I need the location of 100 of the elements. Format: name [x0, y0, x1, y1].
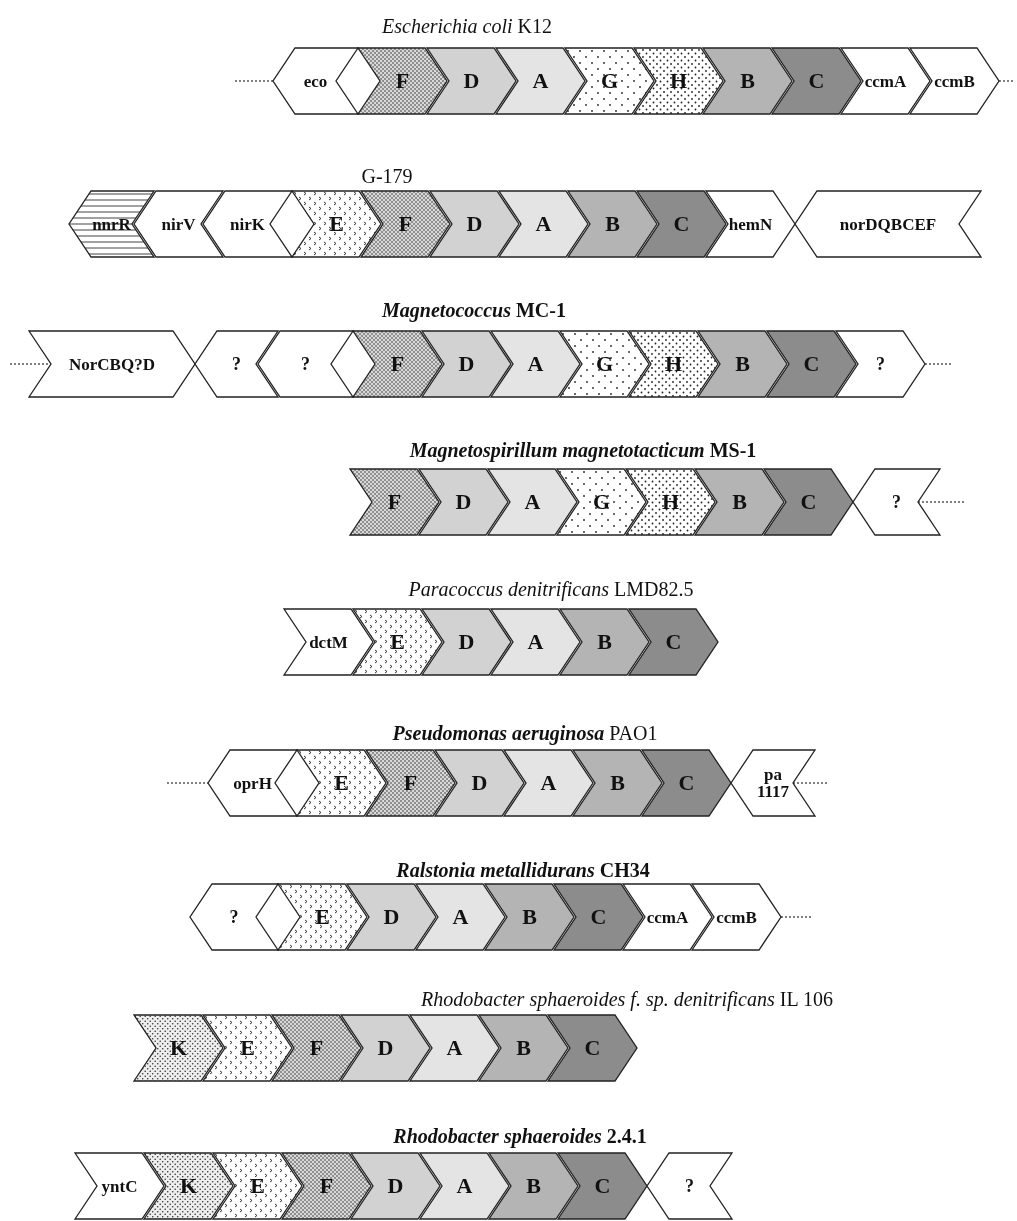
gene-block: [629, 331, 718, 397]
gene-name: K: [179, 1175, 198, 1197]
gene-block: [350, 469, 439, 535]
gene-name: ?: [876, 355, 885, 373]
gene-name: B: [735, 353, 750, 375]
gene-block: [623, 884, 712, 950]
gene-name: A: [524, 491, 541, 513]
gene-block: [548, 1015, 637, 1081]
gene-block: [195, 331, 278, 397]
gene-block: [358, 48, 447, 114]
gene-name: D: [466, 213, 483, 235]
gene-name: C: [678, 772, 695, 794]
gene-name: E: [315, 906, 330, 928]
gene-block: [203, 1015, 292, 1081]
gene-name: G: [595, 353, 614, 375]
gene-block: [347, 884, 436, 950]
gene-block: [134, 191, 223, 257]
gene-name: ?: [229, 908, 239, 926]
gene-name: E: [250, 1175, 265, 1197]
gene-name: G: [592, 491, 611, 513]
gene-name: F: [309, 1037, 324, 1059]
gene-block: [731, 750, 815, 816]
organism-title: Paracoccus denitrificans LMD82.5: [408, 578, 694, 600]
gene-name: K: [169, 1037, 188, 1059]
gene-block: [29, 331, 195, 397]
gene-block: [560, 331, 649, 397]
gene-name: B: [597, 631, 612, 653]
gene-name: H: [664, 353, 683, 375]
gene-block: [573, 750, 662, 816]
gene-block: [427, 48, 516, 114]
gene-name: D: [458, 631, 475, 653]
gene-block: [422, 331, 511, 397]
gene-name: H: [669, 70, 688, 92]
gene-name: A: [452, 906, 469, 928]
gene-name: D: [383, 906, 400, 928]
gene-block: [642, 750, 731, 816]
gene-block: [629, 609, 718, 675]
gene-name: E: [240, 1037, 255, 1059]
gene-name: F: [387, 491, 402, 513]
gene-name: C: [808, 70, 825, 92]
gene-block: [706, 191, 795, 257]
organism-title: Magnetococcus MC-1: [382, 299, 566, 321]
gene-block: [560, 609, 649, 675]
gene-name: ?: [232, 355, 241, 373]
gene-block: [558, 1153, 647, 1219]
gene-name: D: [471, 772, 488, 794]
gene-block: [273, 48, 358, 114]
gene-block: [351, 1153, 440, 1219]
gene-name: C: [594, 1175, 611, 1197]
gene-block: [841, 48, 930, 114]
gene-name: B: [605, 213, 620, 235]
gene-block: [361, 191, 450, 257]
flanking-dna-line: [234, 80, 274, 82]
gene-block: [479, 1015, 568, 1081]
gene-block: [910, 48, 999, 114]
organism-title: Escherichia coli K12: [382, 15, 552, 37]
gene-name: B: [740, 70, 755, 92]
gene-block: [134, 1015, 223, 1081]
gene-block: [647, 1153, 732, 1219]
flanking-dna-line: [924, 363, 953, 365]
gene-name: C: [590, 906, 607, 928]
gene-block: [208, 750, 297, 816]
gene-name: F: [403, 772, 418, 794]
gene-block: [491, 331, 580, 397]
gene-name: nirK: [230, 215, 265, 233]
gene-name: F: [395, 70, 410, 92]
gene-name: D: [458, 353, 475, 375]
gene-block: [284, 609, 373, 675]
gene-block: [488, 469, 577, 535]
gene-block: [292, 191, 381, 257]
gene-name: F: [390, 353, 405, 375]
gene-name: ccmA: [646, 908, 689, 926]
organism-title: Ralstonia metallidurans CH34: [396, 859, 650, 881]
gene-block: [703, 48, 792, 114]
gene-name: oprH: [233, 774, 272, 792]
gene-name: ccmB: [716, 908, 757, 926]
gene-name: C: [665, 631, 682, 653]
gene-name: yntC: [101, 1177, 138, 1195]
gene-name: C: [584, 1037, 601, 1059]
gene-name: B: [526, 1175, 541, 1197]
gene-name: G: [600, 70, 619, 92]
gene-block: [565, 48, 654, 114]
gene-block: [69, 191, 154, 257]
gene-block: [297, 750, 386, 816]
gene-block: [496, 48, 585, 114]
gene-name: norDQBCEF: [839, 215, 937, 233]
gene-block: [491, 609, 580, 675]
gene-name: ?: [892, 493, 901, 511]
gene-block: [272, 1015, 361, 1081]
gene-block: [258, 331, 353, 397]
gene-block: [764, 469, 853, 535]
gene-name: B: [732, 491, 747, 513]
gene-name: ?: [301, 355, 310, 373]
gene-block: [554, 884, 643, 950]
gene-name: A: [446, 1037, 463, 1059]
gene-name: F: [319, 1175, 334, 1197]
gene-name: ccmA: [864, 72, 907, 90]
gene-name: B: [516, 1037, 531, 1059]
gene-block: [634, 48, 723, 114]
gene-block: [419, 469, 508, 535]
